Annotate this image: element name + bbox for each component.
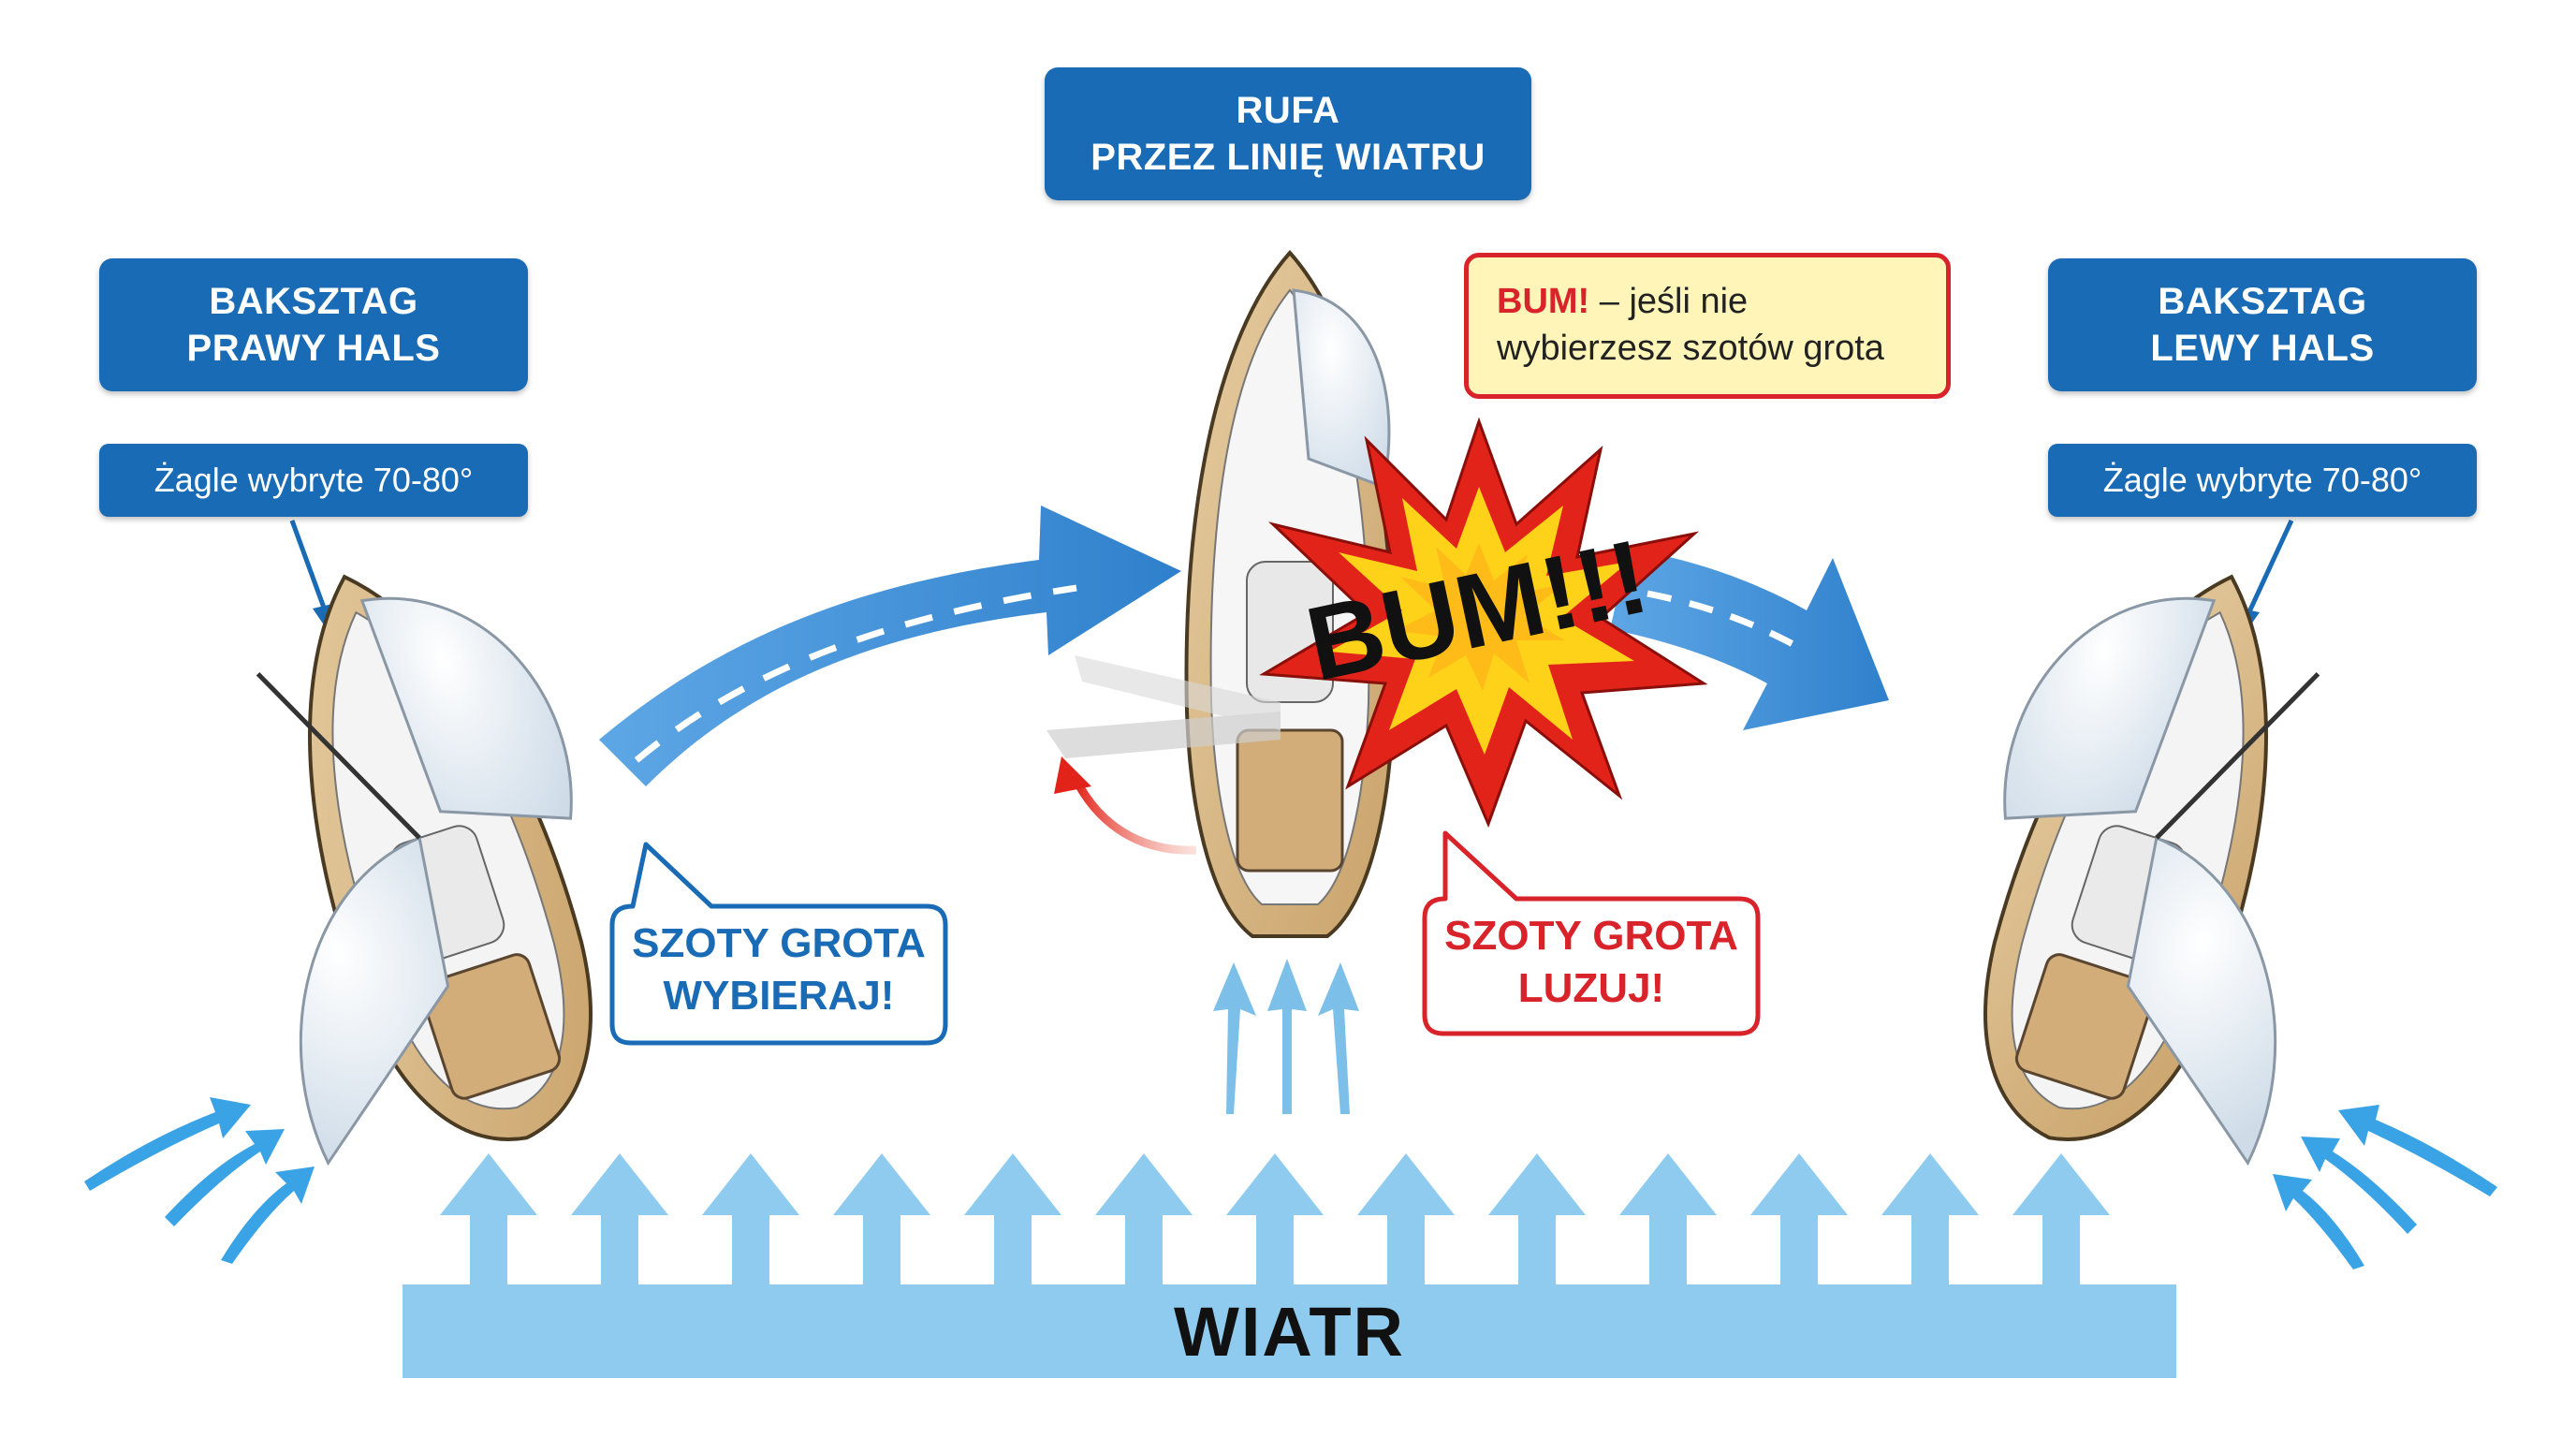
warning-text-2: wybierzesz szotów grota: [1497, 329, 1884, 368]
wind-arrow: [964, 1153, 1061, 1284]
wind-arrow: [1750, 1153, 1848, 1284]
boat-left-mainsail: [299, 835, 450, 1167]
bubble-blue: [609, 842, 948, 1046]
track-arrow-right: [1610, 549, 1889, 730]
left-gust-arrows: [84, 1097, 315, 1264]
wind-arrow: [1095, 1153, 1193, 1284]
bubble-red-line-2: LUZUJ!: [1517, 965, 1665, 1011]
wind-arrow: [1881, 1153, 1979, 1284]
left-pointer-line: [289, 520, 330, 619]
track-arrow-left: [599, 506, 1181, 786]
center-title-box: RUFA PRZEZ LINIĘ WIATRU: [1045, 67, 1531, 200]
boat-center-cockpit: [1236, 728, 1344, 873]
bubble-blue-text: SZOTY GROTA WYBIERAJ!: [612, 917, 945, 1022]
boat-center: [1046, 249, 1396, 938]
wind-arrow: [1226, 1153, 1324, 1284]
warning-text-1: – jeśli nie: [1589, 282, 1749, 321]
boat-right-cockpit: [2014, 953, 2156, 1100]
boat-center-boom-swing: [1046, 712, 1281, 758]
wind-arrow: [2012, 1153, 2110, 1284]
warning-box: BUM! – jeśli nie wybierzesz szotów grota: [1464, 253, 1951, 399]
left-sails-box: Żagle wybryte 70-80°: [99, 444, 528, 517]
right-title-box: BAKSZTAG LEWY HALS: [2048, 258, 2477, 391]
left-sails-text: Żagle wybryte 70-80°: [154, 461, 474, 499]
boat-center-swing-arrowhead: [1054, 756, 1091, 794]
wind-arrow: [1619, 1153, 1717, 1284]
left-gust-arrow-3: [221, 1167, 315, 1264]
left-title-box: BAKSZTAG PRAWY HALS: [99, 258, 528, 391]
right-sails-text: Żagle wybryte 70-80°: [2102, 461, 2422, 499]
bubble-blue-line-1: SZOTY GROTA: [632, 920, 926, 966]
right-sails-box: Żagle wybryte 70-80°: [2048, 444, 2477, 517]
wind-label: WIATR: [1174, 1292, 1405, 1371]
track-arrow-left-body: [599, 506, 1181, 786]
bubble-red-text: SZOTY GROTA LUZUJ!: [1425, 910, 1758, 1015]
boat-right-mast: [2155, 672, 2320, 840]
wind-arrow: [1488, 1153, 1586, 1284]
boat-center-boom-swing-2: [1075, 655, 1281, 730]
bubble-blue-line-2: WYBIERAJ!: [663, 973, 895, 1019]
warning-bum: BUM!: [1497, 282, 1590, 321]
bubble-blue-shape: [609, 842, 948, 1046]
track-arrow-right-dashes: [1647, 590, 1808, 655]
center-wind-arrows: [1213, 959, 1359, 1114]
bubble-red-line-1: SZOTY GROTA: [1444, 913, 1738, 959]
boat-right-jib: [2003, 596, 2217, 820]
center-wind-arrow-3: [1318, 962, 1359, 1114]
bubble-red: [1422, 830, 1761, 1036]
left-title-line-2: PRAWY HALS: [186, 328, 441, 369]
wind-arrow: [440, 1153, 537, 1284]
explosion-starburst: [1259, 417, 1708, 829]
right-title-line-1: BAKSZTAG: [2158, 281, 2367, 322]
wind-base-bar: [402, 1284, 2176, 1378]
wind-arrow: [1357, 1153, 1455, 1284]
right-title-line-2: LEWY HALS: [2150, 328, 2375, 369]
boat-left: [256, 574, 593, 1167]
boat-center-swing-arc: [1070, 774, 1197, 855]
track-arrow-right-body: [1610, 549, 1889, 730]
boat-right: [1983, 574, 2320, 1167]
center-title-line-1: RUFA: [1236, 90, 1340, 131]
bubble-red-shape: [1422, 830, 1761, 1036]
right-pointer-line: [2244, 519, 2294, 620]
right-gust-arrow-3: [2273, 1174, 2364, 1269]
wind-band: [402, 1284, 2176, 1378]
wind-arrow: [571, 1153, 668, 1284]
track-arrow-left-dashes: [634, 584, 1077, 763]
center-wind-arrow-1: [1213, 962, 1256, 1114]
right-gust-arrows: [2273, 1105, 2497, 1269]
boat-left-mast: [256, 672, 421, 840]
boat-left-jib: [359, 596, 573, 820]
left-gust-arrow-2: [165, 1129, 285, 1226]
left-title-line-1: BAKSZTAG: [209, 281, 418, 322]
wind-arrows-row: [440, 1153, 2110, 1284]
center-wind-arrow-2: [1267, 959, 1307, 1114]
right-gust-arrow-2: [2301, 1137, 2417, 1234]
wind-arrow: [702, 1153, 799, 1284]
boat-right-mainsail: [2126, 835, 2277, 1167]
explosion-core: [1395, 543, 1565, 691]
center-title-line-2: PRZEZ LINIĘ WIATRU: [1090, 137, 1486, 178]
right-gust-arrow-1: [2338, 1105, 2497, 1196]
boat-left-cockpit: [420, 953, 562, 1100]
wind-arrow: [833, 1153, 930, 1284]
left-gust-arrow-1: [84, 1097, 251, 1191]
